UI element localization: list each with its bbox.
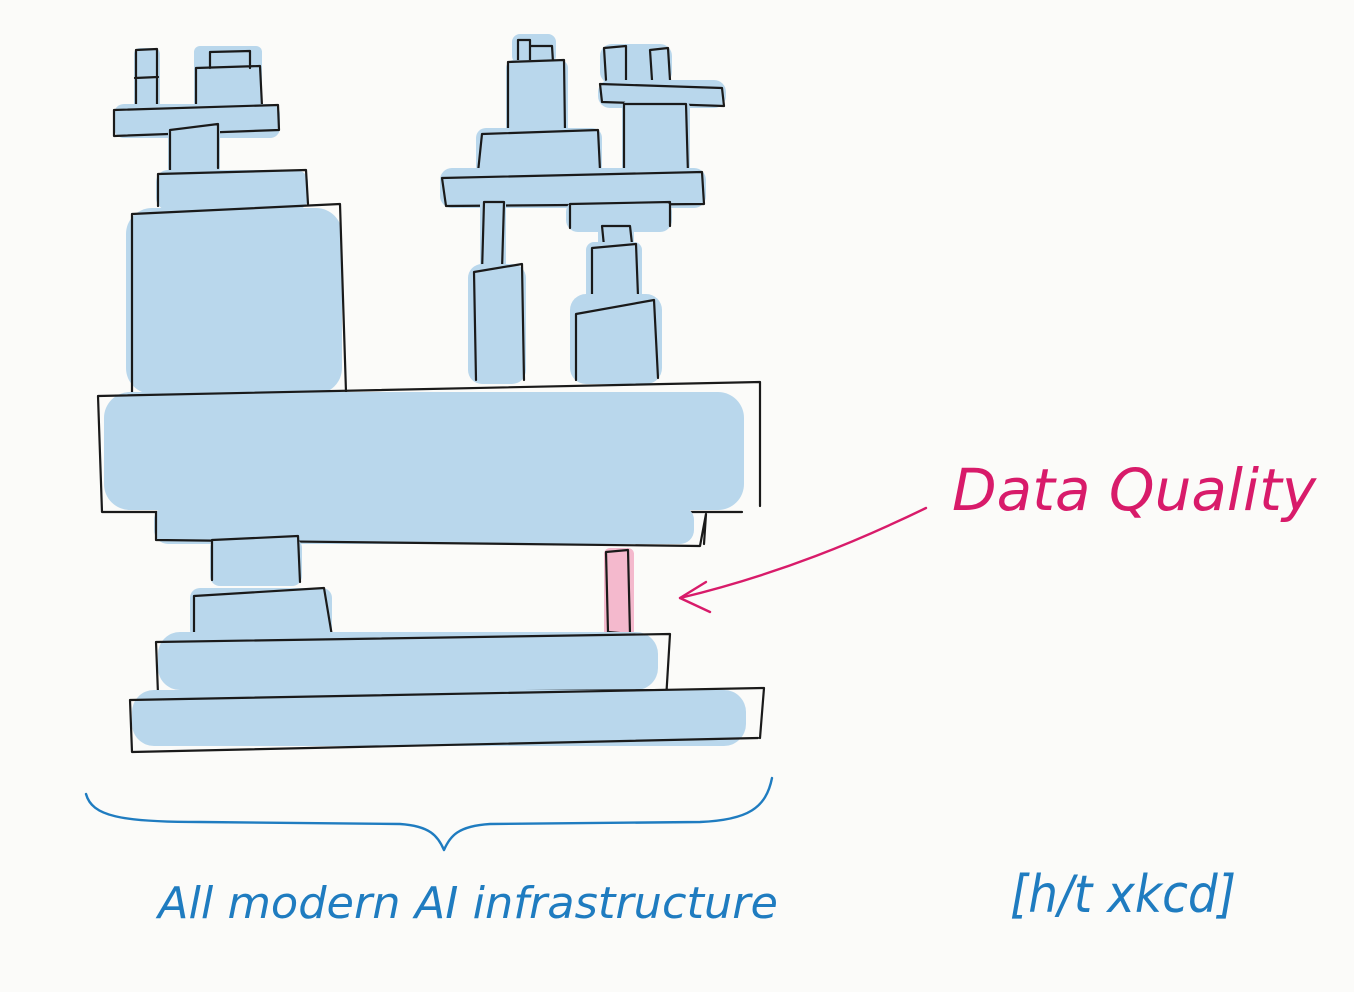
block-right-top-wide <box>476 128 602 176</box>
block-right-pillar-left-base <box>468 262 526 384</box>
block-right-shelf <box>440 168 706 208</box>
block-right-top-column <box>622 100 690 176</box>
block-left-neck <box>168 122 220 174</box>
block-right-pillar-right-base <box>570 294 662 384</box>
infrastructure-brace: All modern AI infrastructure <box>84 776 778 929</box>
callout-label: Data Quality <box>952 456 1317 524</box>
block-left-top-small-1 <box>133 47 160 110</box>
block-right-top-pegs <box>600 44 672 84</box>
block-left-top-small-2 <box>194 46 264 108</box>
block-right-pillar-right-mid <box>586 242 642 302</box>
data-quality-callout: Data Quality <box>678 456 1317 614</box>
brace-icon <box>84 776 774 852</box>
block-under-platform-beam <box>154 506 708 548</box>
block-main-platform <box>96 380 762 514</box>
block-lower-support-top <box>210 534 302 586</box>
block-right-pillar-right-cap <box>566 200 672 232</box>
block-base-slab-upper <box>154 632 672 702</box>
block-left-ledge <box>112 103 281 138</box>
callout-arrow <box>678 506 928 600</box>
block-right-pillar-left <box>480 200 506 276</box>
block-data-quality <box>604 548 634 640</box>
block-right-top-small-1 <box>512 34 556 64</box>
block-lower-support-bottom <box>190 586 334 640</box>
callout-arrowhead <box>678 580 712 614</box>
block-base-slab-lower <box>128 686 766 754</box>
tower <box>96 34 766 754</box>
block-left-shoulder <box>156 168 310 210</box>
block-left-large <box>126 202 348 394</box>
block-right-top-mid <box>506 58 568 136</box>
brace-label: All modern AI infrastructure <box>155 878 778 929</box>
credit-label: [h/t xkcd] <box>1010 865 1236 925</box>
